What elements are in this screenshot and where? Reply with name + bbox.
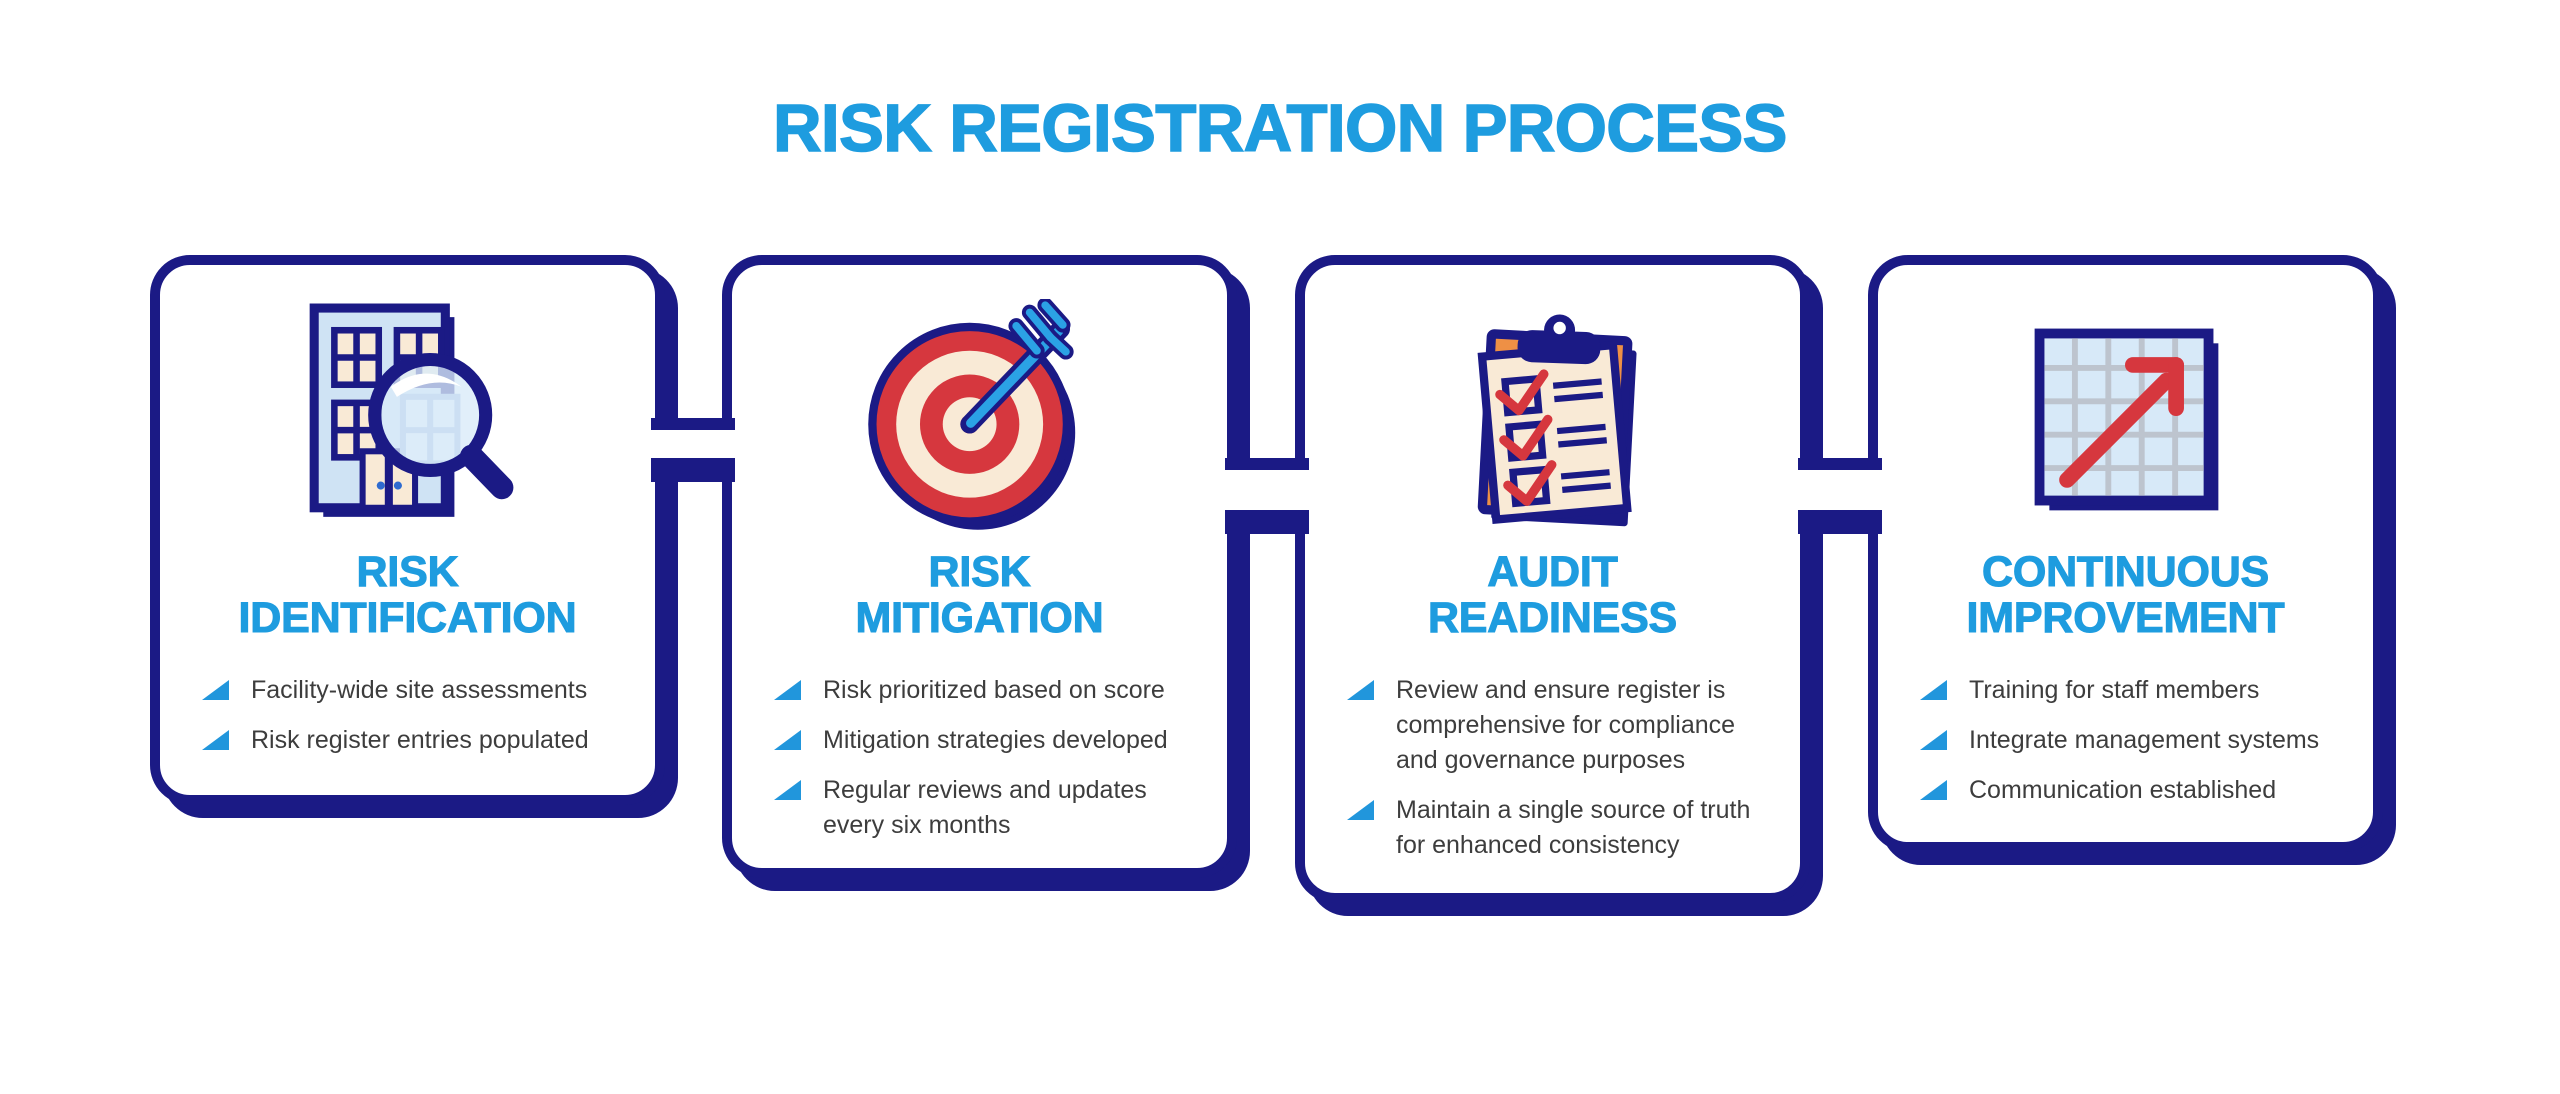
step-icon-wrap: [1305, 279, 1800, 557]
step-card-risk-mitigation: RISK MITIGATION Risk prioritized based o…: [722, 255, 1237, 878]
triangle-bullet-icon: [1347, 800, 1374, 820]
connector-bridge-1: [651, 418, 735, 470]
bullet-item: Integrate management systems: [1920, 723, 2353, 758]
bullet-item: Review and ensure register is comprehens…: [1347, 673, 1780, 778]
triangle-bullet-icon: [1920, 780, 1947, 800]
step-title: RISK IDENTIFICATION: [238, 548, 577, 642]
step-bullet-list: Review and ensure register is comprehens…: [1347, 673, 1780, 878]
triangle-bullet-icon: [1920, 730, 1947, 750]
bullet-item: Communication established: [1920, 773, 2353, 808]
triangle-bullet-icon: [1920, 680, 1947, 700]
bullet-text: Review and ensure register is comprehens…: [1396, 676, 1736, 774]
triangle-bullet-icon: [202, 730, 229, 750]
triangle-bullet-icon: [774, 680, 801, 700]
step-icon-wrap: [732, 279, 1227, 557]
bullet-text: Mitigation strategies developed: [823, 726, 1168, 754]
step-icon-wrap: [1878, 279, 2373, 557]
bullet-text: Risk prioritized based on score: [823, 676, 1165, 704]
page-title: RISK REGISTRATION PROCESS: [772, 91, 1788, 166]
bullet-text: Risk register entries populated: [251, 726, 589, 754]
step-icon-wrap: [160, 279, 655, 557]
bullet-item: Risk prioritized based on score: [774, 673, 1207, 708]
bullet-text: Training for staff members: [1969, 676, 2260, 704]
clipboard-checklist-icon: [1477, 314, 1637, 527]
bullet-item: Facility-wide site assessments: [202, 673, 635, 708]
triangle-bullet-icon: [774, 730, 801, 750]
bullet-text: Maintain a single source of truth for en…: [1396, 796, 1751, 859]
step-title: CONTINUOUS IMPROVEMENT: [1966, 548, 2285, 642]
growth-chart-icon: [2034, 328, 2218, 511]
bullet-text: Regular reviews and updates every six mo…: [823, 776, 1147, 839]
building-magnifier-icon: [309, 303, 513, 517]
target-arrow-icon: [867, 299, 1075, 530]
bullet-text: Integrate management systems: [1969, 726, 2320, 754]
triangle-bullet-icon: [202, 680, 229, 700]
bullet-item: Risk register entries populated: [202, 723, 635, 758]
step-card-continuous-improvement: CONTINUOUS IMPROVEMENT Training for staf…: [1868, 255, 2383, 852]
bullet-item: Mitigation strategies developed: [774, 723, 1207, 758]
step-card-risk-identification: RISK IDENTIFICATION Facility-wide site a…: [150, 255, 665, 805]
bullet-item: Training for staff members: [1920, 673, 2353, 708]
connector-bridge-2: [1225, 458, 1309, 522]
bullet-text: Facility-wide site assessments: [251, 676, 588, 704]
triangle-bullet-icon: [774, 780, 801, 800]
step-title: AUDIT READINESS: [1427, 548, 1678, 642]
step-card-audit-readiness: AUDIT READINESS Review and ensure regist…: [1295, 255, 1810, 903]
connector-bridge-3: [1798, 458, 1882, 522]
bullet-item: Maintain a single source of truth for en…: [1347, 793, 1780, 863]
step-title: RISK MITIGATION: [855, 548, 1104, 642]
bullet-item: Regular reviews and updates every six mo…: [774, 773, 1207, 843]
triangle-bullet-icon: [1347, 680, 1374, 700]
bullet-text: Communication established: [1969, 776, 2277, 804]
